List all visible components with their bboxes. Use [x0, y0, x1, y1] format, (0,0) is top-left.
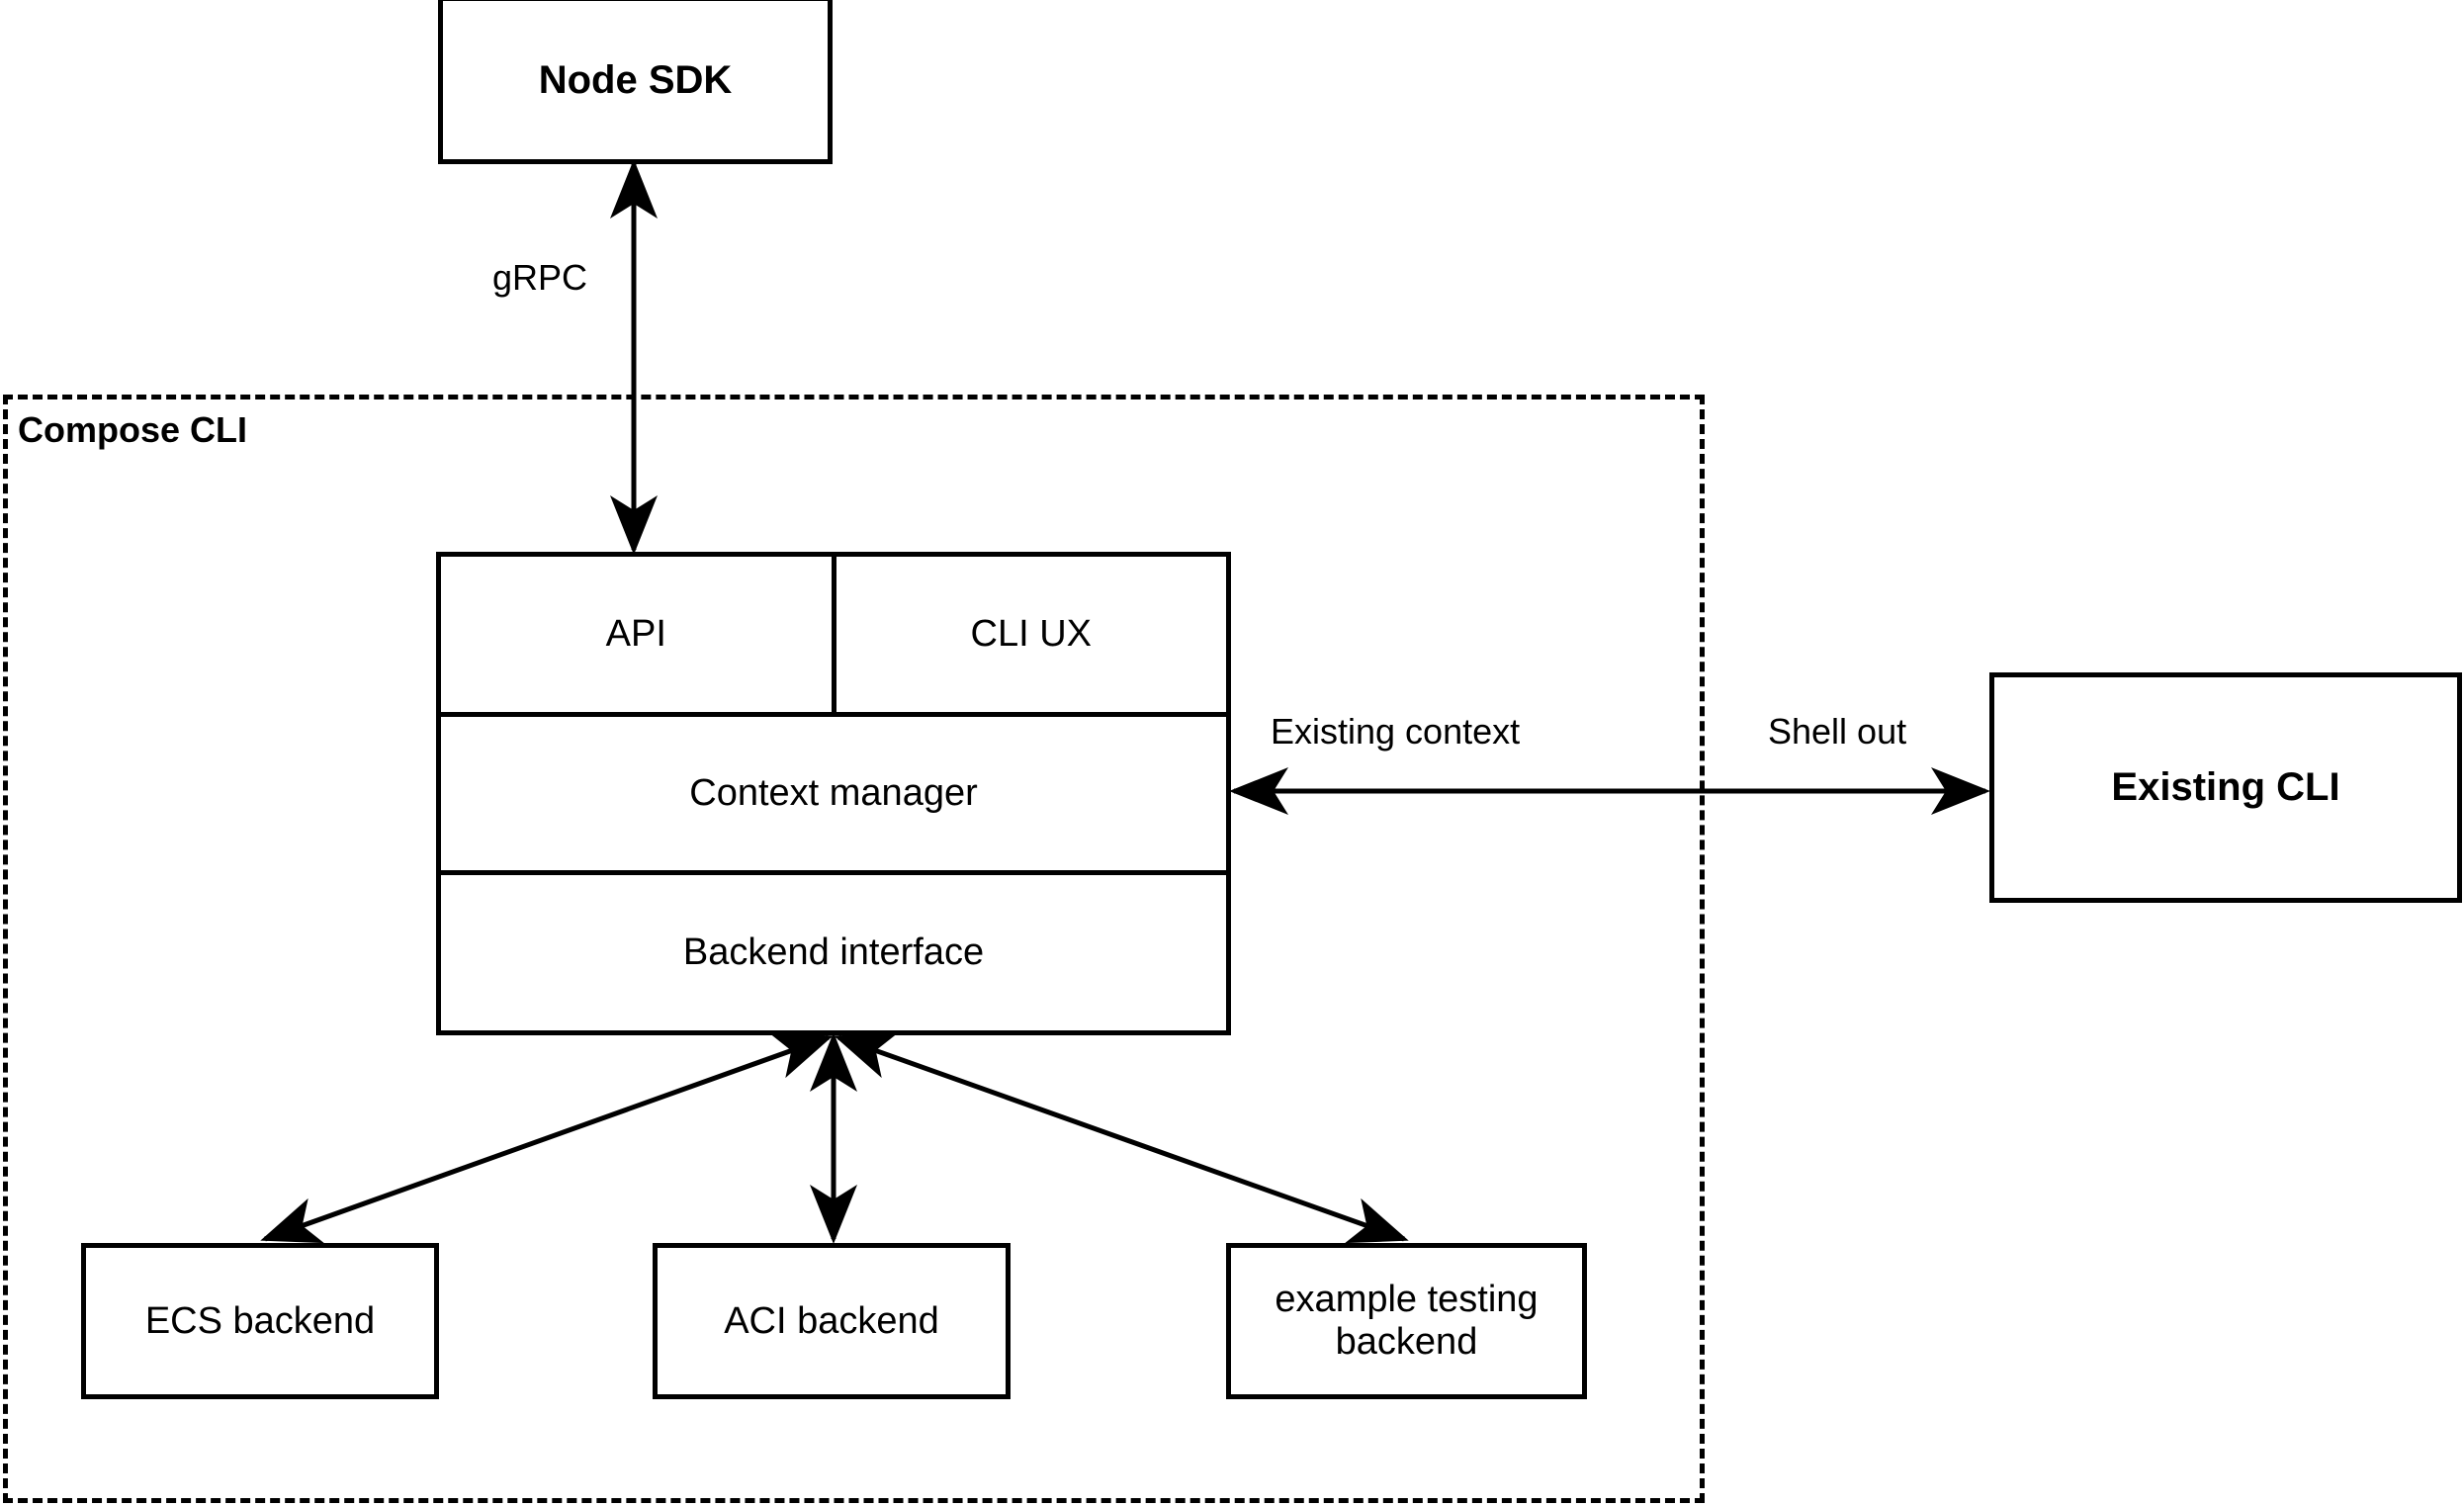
backend-interface-cell[interactable]: Backend interface: [441, 875, 1226, 1030]
context-manager-label: Context manager: [689, 772, 978, 814]
compose-cli-core-stack: API CLI UX Context manager Backend inter…: [436, 552, 1231, 1035]
core-row-context-manager: Context manager: [441, 712, 1226, 870]
example-testing-backend-line1: example testing: [1275, 1279, 1539, 1321]
api-cell[interactable]: API: [441, 557, 832, 712]
api-label: API: [605, 613, 666, 655]
cli-ux-cell[interactable]: CLI UX: [831, 557, 1227, 712]
example-testing-backend-line2: backend: [1335, 1321, 1478, 1363]
compose-cli-group-label: Compose CLI: [18, 409, 248, 450]
compose-cli-group-boundary: [3, 395, 1705, 1503]
core-row-api-cliux: API CLI UX: [441, 557, 1226, 712]
ecs-backend-label: ECS backend: [144, 1299, 376, 1342]
backend-interface-label: Backend interface: [682, 931, 985, 973]
cli-ux-label: CLI UX: [970, 613, 1092, 655]
aci-backend-label: ACI backend: [724, 1299, 939, 1342]
edge-label-shell-out: Shell out: [1764, 711, 1911, 753]
edge-label-grpc: gRPC: [488, 257, 592, 299]
context-manager-cell[interactable]: Context manager: [441, 717, 1226, 870]
edge-label-existing-context: Existing context: [1267, 711, 1525, 753]
existing-cli-label: Existing CLI: [2111, 765, 2340, 810]
existing-cli-box[interactable]: Existing CLI: [1989, 672, 2462, 903]
core-row-backend-interface: Backend interface: [441, 870, 1226, 1030]
node-sdk-box[interactable]: Node SDK: [438, 0, 833, 164]
aci-backend-box[interactable]: ACI backend: [653, 1243, 1011, 1399]
ecs-backend-box[interactable]: ECS backend: [81, 1243, 439, 1399]
node-sdk-label: Node SDK: [538, 57, 733, 102]
